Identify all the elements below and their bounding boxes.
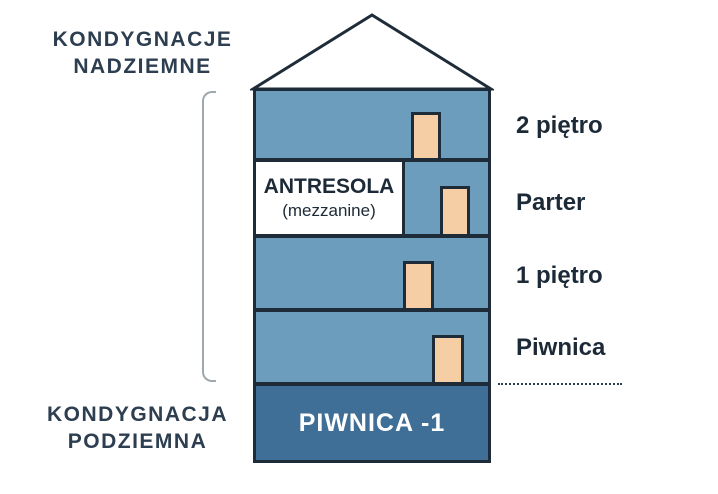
- door-piwnica: [432, 335, 464, 385]
- above-ground-bracket: [202, 91, 216, 382]
- floor-1-pietro: [253, 235, 491, 311]
- side-label-parter: Parter: [516, 189, 586, 216]
- below-ground-label-line1: KONDYGNACJA: [46, 403, 228, 426]
- mezzanine-box: ANTRESOLA (mezzanine): [253, 159, 405, 237]
- floor-2-pietro: [253, 88, 491, 161]
- above-ground-label-line1: KONDYGNACJE: [52, 28, 233, 51]
- above-ground-label-line2: NADZIEMNE: [73, 55, 212, 78]
- side-label-2-pietro: 2 piętro: [516, 112, 603, 139]
- roof: [250, 13, 494, 91]
- below-ground-label-line2: PODZIEMNA: [67, 430, 208, 453]
- below-ground-label: KONDYGNACJA PODZIEMNA: [30, 401, 245, 455]
- mezzanine-title: ANTRESOLA: [263, 175, 395, 198]
- above-ground-label: KONDYGNACJE NADZIEMNE: [40, 26, 245, 80]
- door-parter: [440, 186, 470, 237]
- basement-level: PIWNICA -1: [253, 383, 491, 463]
- ground-level-dotted-line: [498, 383, 622, 385]
- side-label-piwnica: Piwnica: [516, 334, 606, 361]
- door-floor-2: [411, 112, 441, 161]
- basement-label: PIWNICA -1: [298, 408, 446, 437]
- roof-shape: [250, 13, 494, 91]
- mezzanine-subtitle: (mezzanine): [282, 201, 376, 220]
- side-label-1-pietro: 1 piętro: [516, 262, 603, 289]
- door-floor-1: [403, 261, 434, 311]
